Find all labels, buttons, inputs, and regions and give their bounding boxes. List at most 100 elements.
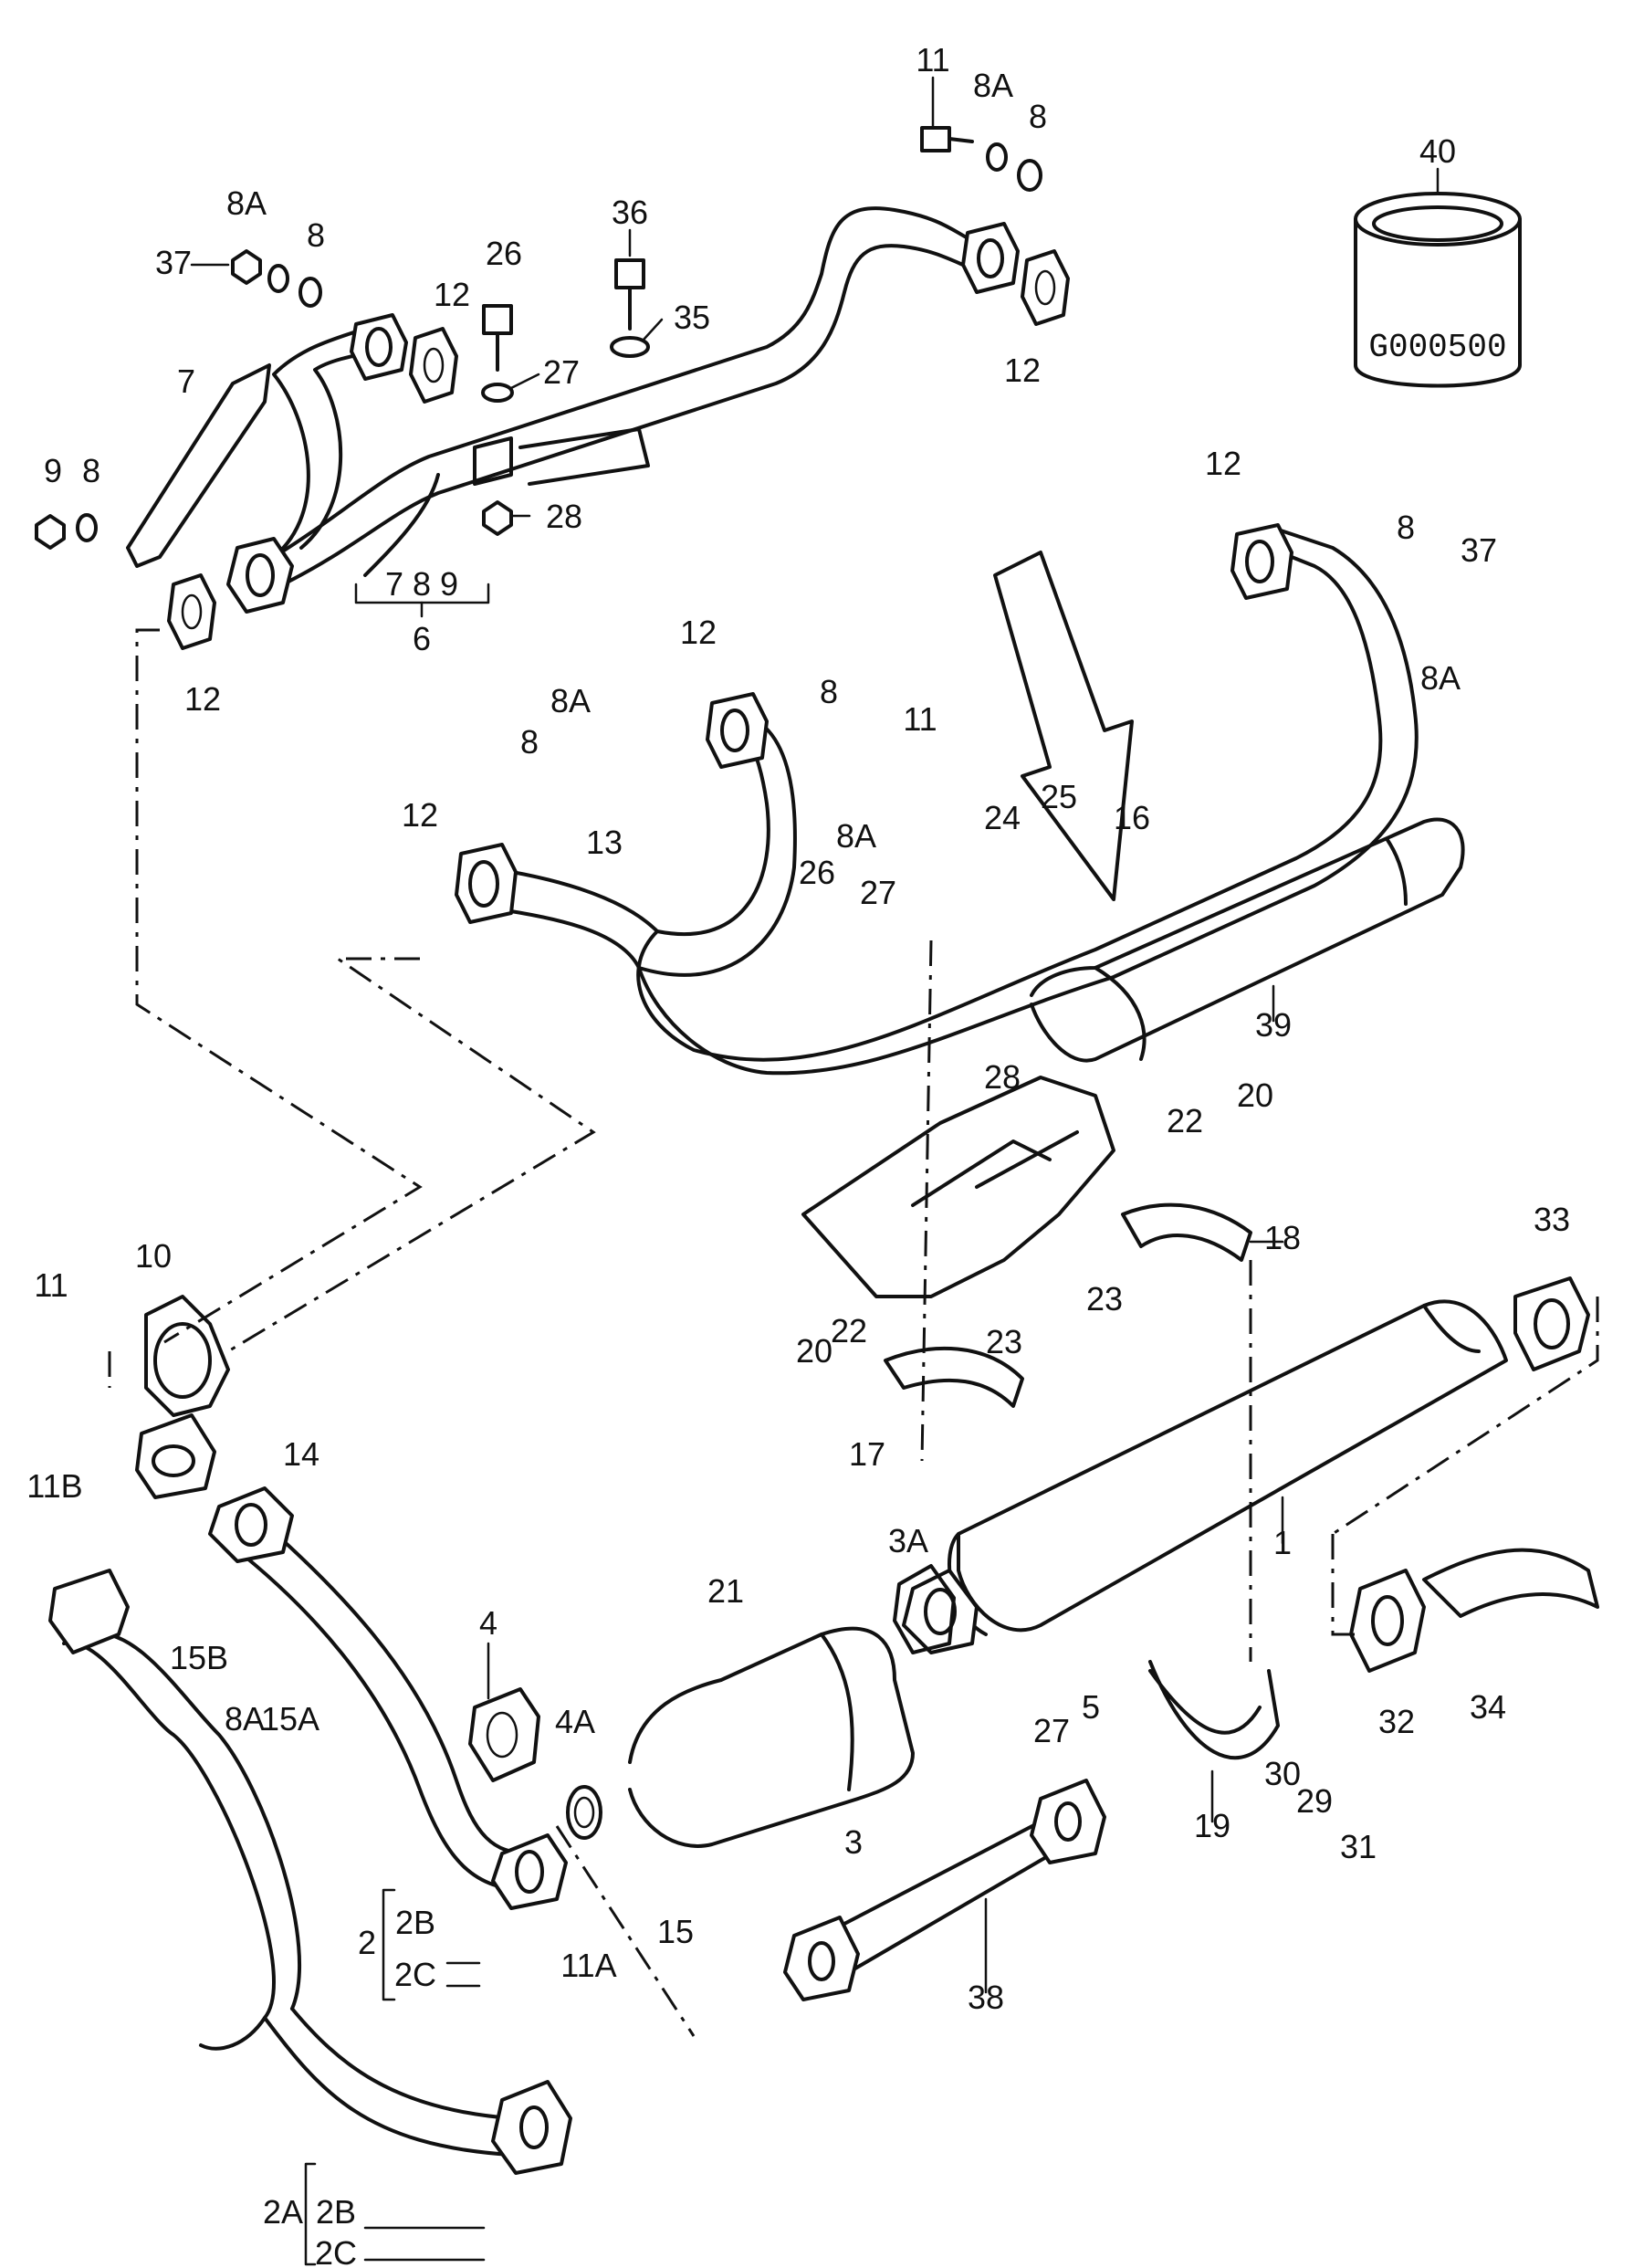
group-brackets [304, 583, 490, 2266]
label-p4: 40 [1419, 132, 1456, 170]
label-p43: 11 [34, 1266, 68, 1304]
phantom-lines [108, 628, 1599, 2037]
sealing-ring-4A [566, 1785, 602, 1840]
label-p23: 8A [1420, 659, 1461, 697]
heat-shield-39 [1030, 817, 1465, 1063]
gasket-3A [893, 1564, 956, 1654]
label-p33: 12 [402, 796, 438, 834]
label-p71: 11A [560, 1947, 616, 1984]
label-p35: 27 [860, 874, 896, 911]
label-p53: 21 [707, 1572, 744, 1610]
label-p54: 15B [170, 1639, 228, 1676]
gasket-12-top-left [167, 573, 216, 650]
label-p21: 12 [680, 614, 717, 651]
label-p32: 16 [1114, 799, 1150, 836]
label-p75: 2B [316, 2193, 356, 2231]
label-p49: 14 [283, 1435, 319, 1473]
label-p58: 4A [555, 1703, 595, 1740]
label-p65: 31 [1340, 1828, 1377, 1865]
label-p67: 3 [844, 1823, 863, 1861]
label-p38: 20 [1237, 1076, 1273, 1114]
label-p76: 2C [315, 2234, 357, 2268]
label-p18: 12 [1205, 445, 1241, 482]
hardware-top [35, 126, 1042, 550]
label-p78: 6 [413, 620, 431, 657]
clamp-19 [1148, 1660, 1280, 1760]
flange-10 [135, 1295, 230, 1499]
label-p25: 11 [903, 700, 937, 738]
label-p37: 28 [984, 1058, 1021, 1096]
label-p44: 23 [1086, 1280, 1123, 1318]
label-p11: 12 [434, 276, 470, 313]
label-p63: 30 [1264, 1755, 1301, 1792]
part-40-kit: G000500 [1354, 192, 1522, 388]
label-p34: 26 [799, 854, 835, 891]
label-p10: 35 [674, 299, 710, 336]
label-p14: 7 [177, 362, 195, 400]
main-muffler-1 [948, 1276, 1590, 1636]
label-p31: 25 [1041, 778, 1077, 815]
label-p50: 17 [849, 1435, 885, 1473]
hanger-18 [1121, 1202, 1252, 1262]
label-p16: 8 [82, 452, 100, 489]
label-p22: 8A [550, 682, 591, 719]
mounting-bracket-assembly [801, 1076, 1115, 1298]
label-p39: 22 [1167, 1102, 1203, 1139]
label-p62: 34 [1470, 1688, 1506, 1726]
label-p70: 2C [394, 1956, 436, 1993]
leader-lines [190, 76, 1440, 2262]
label-p1: 11 [916, 41, 949, 79]
label-p68: 2 [358, 1924, 376, 1961]
gasket-12-top-center [409, 327, 458, 404]
label-p9: 26 [486, 235, 522, 272]
label-p24: 8 [820, 673, 838, 710]
label-p56: 15A [261, 1700, 319, 1738]
front-catalyst-pipe-2A [48, 1569, 572, 2175]
label-p59: 27 [1033, 1712, 1070, 1749]
label-p26: 8A [836, 817, 876, 855]
label-p77: 7 8 9 [385, 565, 458, 603]
label-p57: 4 [479, 1604, 497, 1642]
label-p5: 36 [612, 194, 648, 231]
label-p42: 10 [135, 1237, 172, 1275]
hanger-17 [884, 1346, 1024, 1408]
label-p61: 32 [1378, 1703, 1415, 1740]
label-p72: 15 [657, 1913, 694, 1950]
label-p7: 8 [307, 216, 325, 254]
label-p2: 8A [973, 67, 1013, 104]
label-p19: 8 [1397, 509, 1415, 546]
label-p8: 37 [155, 244, 192, 281]
tailpipe-32 [1349, 1548, 1599, 1673]
label-p40: 18 [1264, 1219, 1301, 1256]
label-p12: 12 [1004, 352, 1041, 389]
gasket-4 [468, 1687, 540, 1782]
label-p52: 3A [888, 1522, 928, 1559]
label-p79: 12 [184, 680, 221, 718]
part-number-labels: 11 8A 8 40 36 8A 8 37 26 35 12 12 27 7 9… [26, 41, 1570, 2268]
catalog-code: G000500 [1368, 329, 1506, 366]
label-p30: 24 [984, 799, 1021, 836]
label-p55: 8A [225, 1700, 265, 1738]
direction-arrow [993, 551, 1134, 901]
intermediate-pipe [455, 523, 1419, 1076]
label-p69: 2B [395, 1904, 435, 1941]
label-p64: 29 [1296, 1782, 1333, 1820]
label-p45: 23 [986, 1323, 1022, 1360]
gasket-12-top-right [1021, 249, 1070, 326]
pipe-38 [783, 1779, 1106, 2001]
label-p47: 22 [831, 1312, 867, 1349]
label-p20: 37 [1461, 531, 1497, 569]
label-p27: 8 [520, 723, 539, 761]
label-p48: 11B [26, 1467, 82, 1505]
catalytic-converter-21 [628, 1569, 979, 1848]
label-p41: 33 [1534, 1201, 1570, 1238]
label-p46: 20 [796, 1332, 832, 1370]
label-p15: 9 [44, 452, 62, 489]
front-exhaust-pipe-6 [226, 206, 1020, 614]
label-p13: 27 [543, 353, 580, 391]
label-p3: 8 [1029, 98, 1047, 135]
label-p60: 5 [1082, 1688, 1100, 1726]
label-p74: 2A [263, 2193, 303, 2231]
label-p17: 28 [546, 498, 582, 535]
